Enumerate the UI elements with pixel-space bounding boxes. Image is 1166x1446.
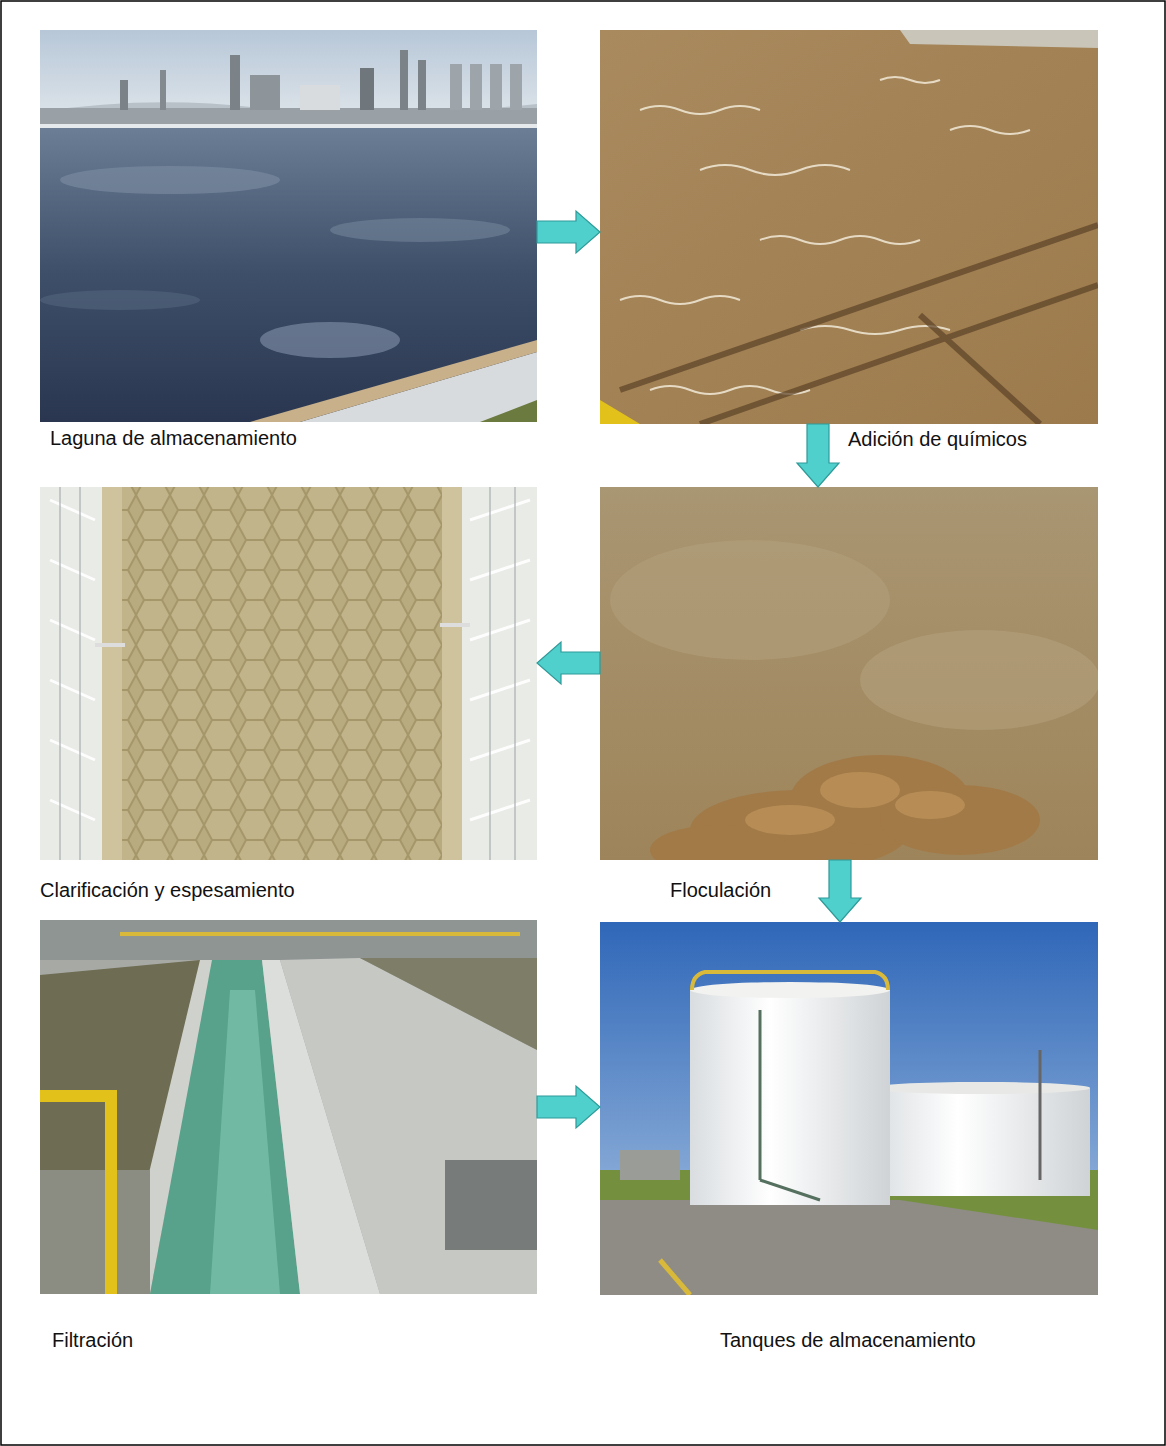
photo-step: Laguna de almacenamiento [40, 30, 537, 422]
block-arrow [819, 860, 861, 922]
block-arrow [537, 642, 600, 684]
step-caption: Tanques de almacenamiento [720, 1328, 976, 1352]
block-arrow [537, 1086, 600, 1128]
block-arrow [797, 424, 839, 487]
step-caption: Adición de químicos [848, 427, 1027, 451]
block-arrow [537, 211, 600, 253]
step-caption: Clarificación y espesamiento [40, 878, 295, 902]
photo-step: Tanques de almacenamiento [600, 922, 1098, 1295]
step-caption: Laguna de almacenamiento [50, 426, 297, 450]
photo-step: Floculación [600, 487, 1098, 860]
photo-step: Adición de químicos [600, 30, 1098, 424]
step-caption: Floculación [670, 878, 771, 902]
step-caption: Filtración [52, 1328, 133, 1352]
photo-step: Clarificación y espesamiento [40, 487, 537, 860]
photo-step: Filtración [40, 920, 537, 1294]
